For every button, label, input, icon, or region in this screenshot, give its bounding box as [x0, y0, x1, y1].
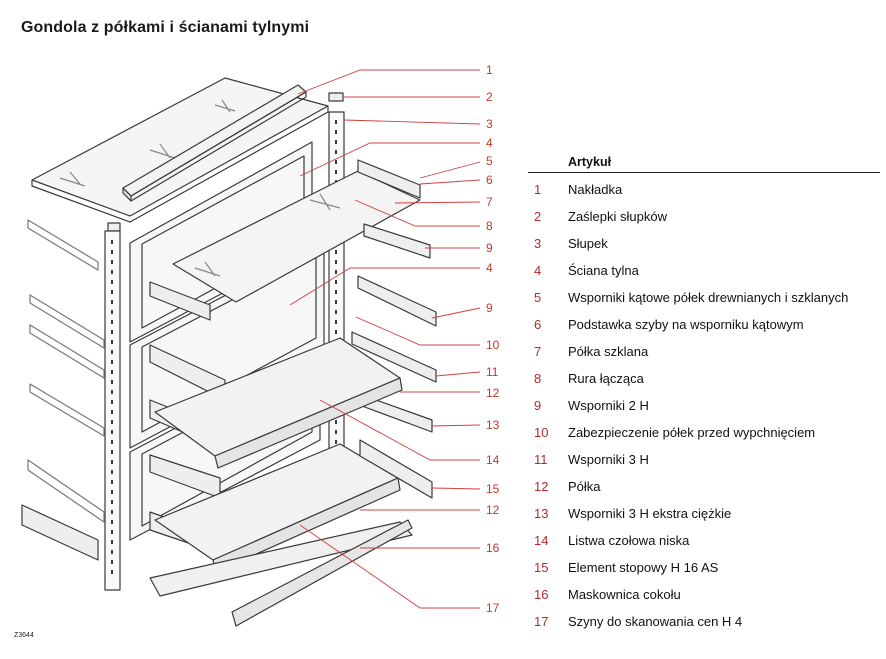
callout-17: 17 [486, 601, 500, 615]
legend-num: 16 [534, 587, 549, 602]
legend-label: Ściana tylna [568, 263, 639, 278]
legend-label: Szyny do skanowania cen H 4 [568, 614, 743, 629]
plinth [21, 439, 433, 627]
legend-label: Maskownica cokołu [568, 587, 681, 602]
legend-label: Nakładka [568, 182, 623, 197]
callout-15: 15 [486, 482, 500, 496]
callout-10: 10 [486, 338, 500, 352]
legend-row: 17 Szyny do skanowania cen H 4 [528, 605, 880, 632]
legend-row: 6 Podstawka szyby na wsporniku kątowym [528, 308, 880, 335]
legend-row: 13 Wsporniki 3 H ekstra ciężkie [528, 497, 880, 524]
legend-label: Wsporniki kątowe półek drewnianych i szk… [568, 290, 849, 305]
legend-num: 13 [534, 506, 549, 521]
callout-13: 13 [486, 418, 500, 432]
shelves [154, 337, 403, 573]
callout-12b: 12 [486, 503, 500, 517]
callout-11: 11 [486, 365, 499, 379]
legend-row: 15 Element stopowy H 16 AS [528, 551, 880, 578]
legend-num: 17 [534, 614, 549, 629]
legend-label: Podstawka szyby na wsporniku kątowym [568, 317, 804, 332]
legend-num: 14 [534, 533, 549, 548]
callout-5: 5 [486, 154, 493, 168]
legend-num: 15 [534, 560, 549, 575]
legend-header-label: Artykuł [568, 155, 612, 169]
legend-row: 14 Listwa czołowa niska [528, 524, 880, 551]
legend-num: 10 [534, 425, 549, 440]
legend-row: 11 Wsporniki 3 H [528, 443, 880, 470]
legend-row: 8 Rura łącząca [528, 362, 880, 389]
callout-16: 16 [486, 541, 500, 555]
callout-4b: 4 [486, 261, 493, 275]
legend-num: 7 [534, 344, 542, 359]
legend-header: Artykuł [528, 152, 880, 173]
capping-rail [122, 84, 307, 202]
callout-7: 7 [486, 195, 493, 209]
legend-row: 5 Wsporniki kątowe półek drewnianych i sz… [528, 281, 880, 308]
legend-row: 12 Półka [528, 470, 880, 497]
legend-row: 4 Ściana tylna [528, 254, 880, 281]
legend-num: 4 [534, 263, 542, 278]
legend-num: 12 [534, 479, 549, 494]
callout-1: 1 [486, 63, 493, 77]
legend-num: 5 [534, 290, 542, 305]
legend-label: Rura łącząca [568, 371, 644, 386]
legend-label: Zabezpieczenie półek przed wypchnięciem [568, 425, 816, 440]
back-upright-left [104, 230, 121, 591]
legend-num: 11 [534, 452, 548, 467]
callout-9: 9 [486, 241, 493, 255]
legend-row: 3 Słupek [528, 227, 880, 254]
legend-num: 9 [534, 398, 542, 413]
legend-row: 16 Maskownica cokołu [528, 578, 880, 605]
legend-label: Listwa czołowa niska [568, 533, 690, 548]
callout-6: 6 [486, 173, 493, 187]
callout-12: 12 [486, 386, 500, 400]
callout-14: 14 [486, 453, 500, 467]
legend-row: 1 Nakładka [528, 173, 880, 200]
legend-num: 2 [534, 209, 542, 224]
callout-3: 3 [486, 117, 493, 131]
callout-9b: 9 [486, 301, 493, 315]
legend-num: 3 [534, 236, 542, 251]
legend-label: Słupek [568, 236, 608, 251]
drawing-code: Z3644 [14, 632, 34, 639]
legend-row: 7 Półka szklana [528, 335, 880, 362]
page-title: Gondola z półkami i ścianami tylnymi [21, 19, 310, 36]
left-exploded-shelves [27, 219, 105, 523]
legend-label: Półka [568, 479, 601, 494]
legend-row: 10 Zabezpieczenie półek przed wypchnięcie… [528, 416, 880, 443]
callout-4: 4 [486, 136, 493, 150]
legend-label: Zaślepki słupków [568, 209, 667, 224]
legend-label: Półka szklana [568, 344, 649, 359]
legend-row: 2 Zaślepki słupków [528, 200, 880, 227]
legend-label: Wsporniki 3 H [568, 452, 649, 467]
legend-num: 6 [534, 317, 542, 332]
glass-shelf [172, 170, 421, 303]
legend-label: Wsporniki 2 H [568, 398, 649, 413]
legend-label: Element stopowy H 16 AS [568, 560, 719, 575]
legend-label: Wsporniki 3 H ekstra ciężkie [568, 506, 732, 521]
legend-num: 8 [534, 371, 542, 386]
legend-row: 9 Wsporniki 2 H [528, 389, 880, 416]
callout-2: 2 [486, 90, 493, 104]
legend-num: 1 [534, 182, 542, 197]
callout-8: 8 [486, 219, 493, 233]
parts-legend: Artykuł 1 Nakładka 2 Zaślepki słupków 3 Słu… [528, 152, 880, 632]
